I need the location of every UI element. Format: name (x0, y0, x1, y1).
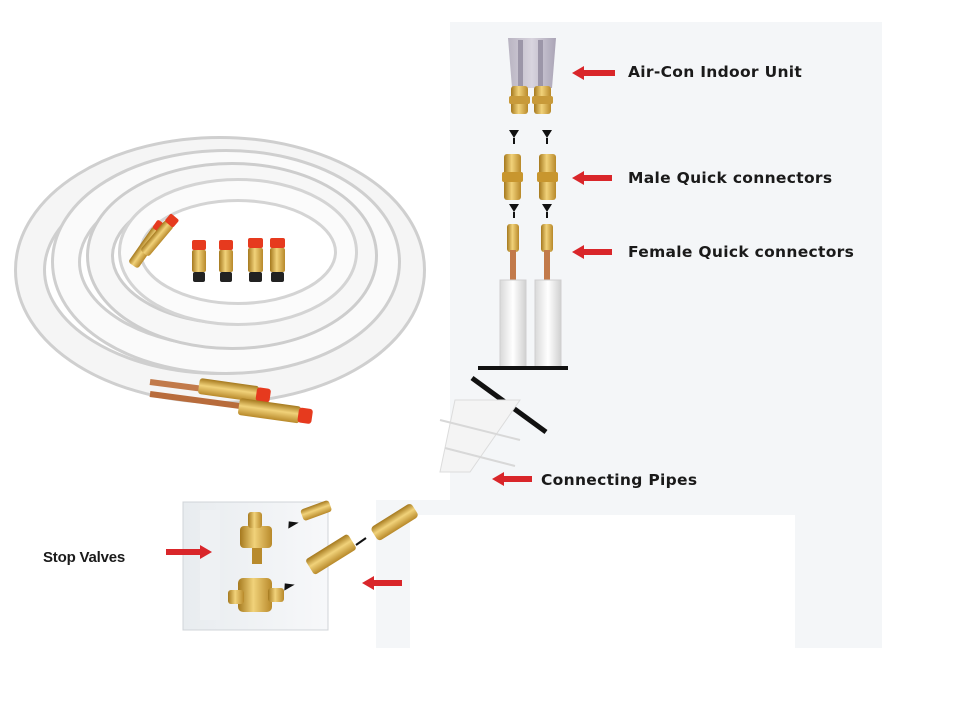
loose-fittings (192, 238, 285, 282)
male-quick-connectors-graphic (502, 154, 558, 200)
stop-valves-graphic (183, 500, 419, 630)
connecting-pipes-graphic (440, 280, 568, 472)
arrow-female-connectors (572, 245, 612, 259)
label-female-connectors: Female Quick connectors (628, 243, 854, 261)
label-stop-valves: Stop Valves (43, 549, 125, 566)
label-male-connectors: Male Quick connectors (628, 169, 832, 187)
indoor-unit-graphic (508, 38, 556, 114)
label-connecting-pipes: Connecting Pipes (541, 471, 697, 489)
coiled-pipe-photo (30, 152, 410, 425)
arrow-connecting-pipes (492, 472, 532, 486)
arrow-indoor-unit (572, 66, 615, 80)
female-quick-connectors-graphic (507, 224, 553, 280)
arrow-male-connectors (572, 171, 612, 185)
arrow-connector-lower (362, 576, 402, 590)
label-indoor-unit: Air-Con Indoor Unit (628, 63, 802, 81)
